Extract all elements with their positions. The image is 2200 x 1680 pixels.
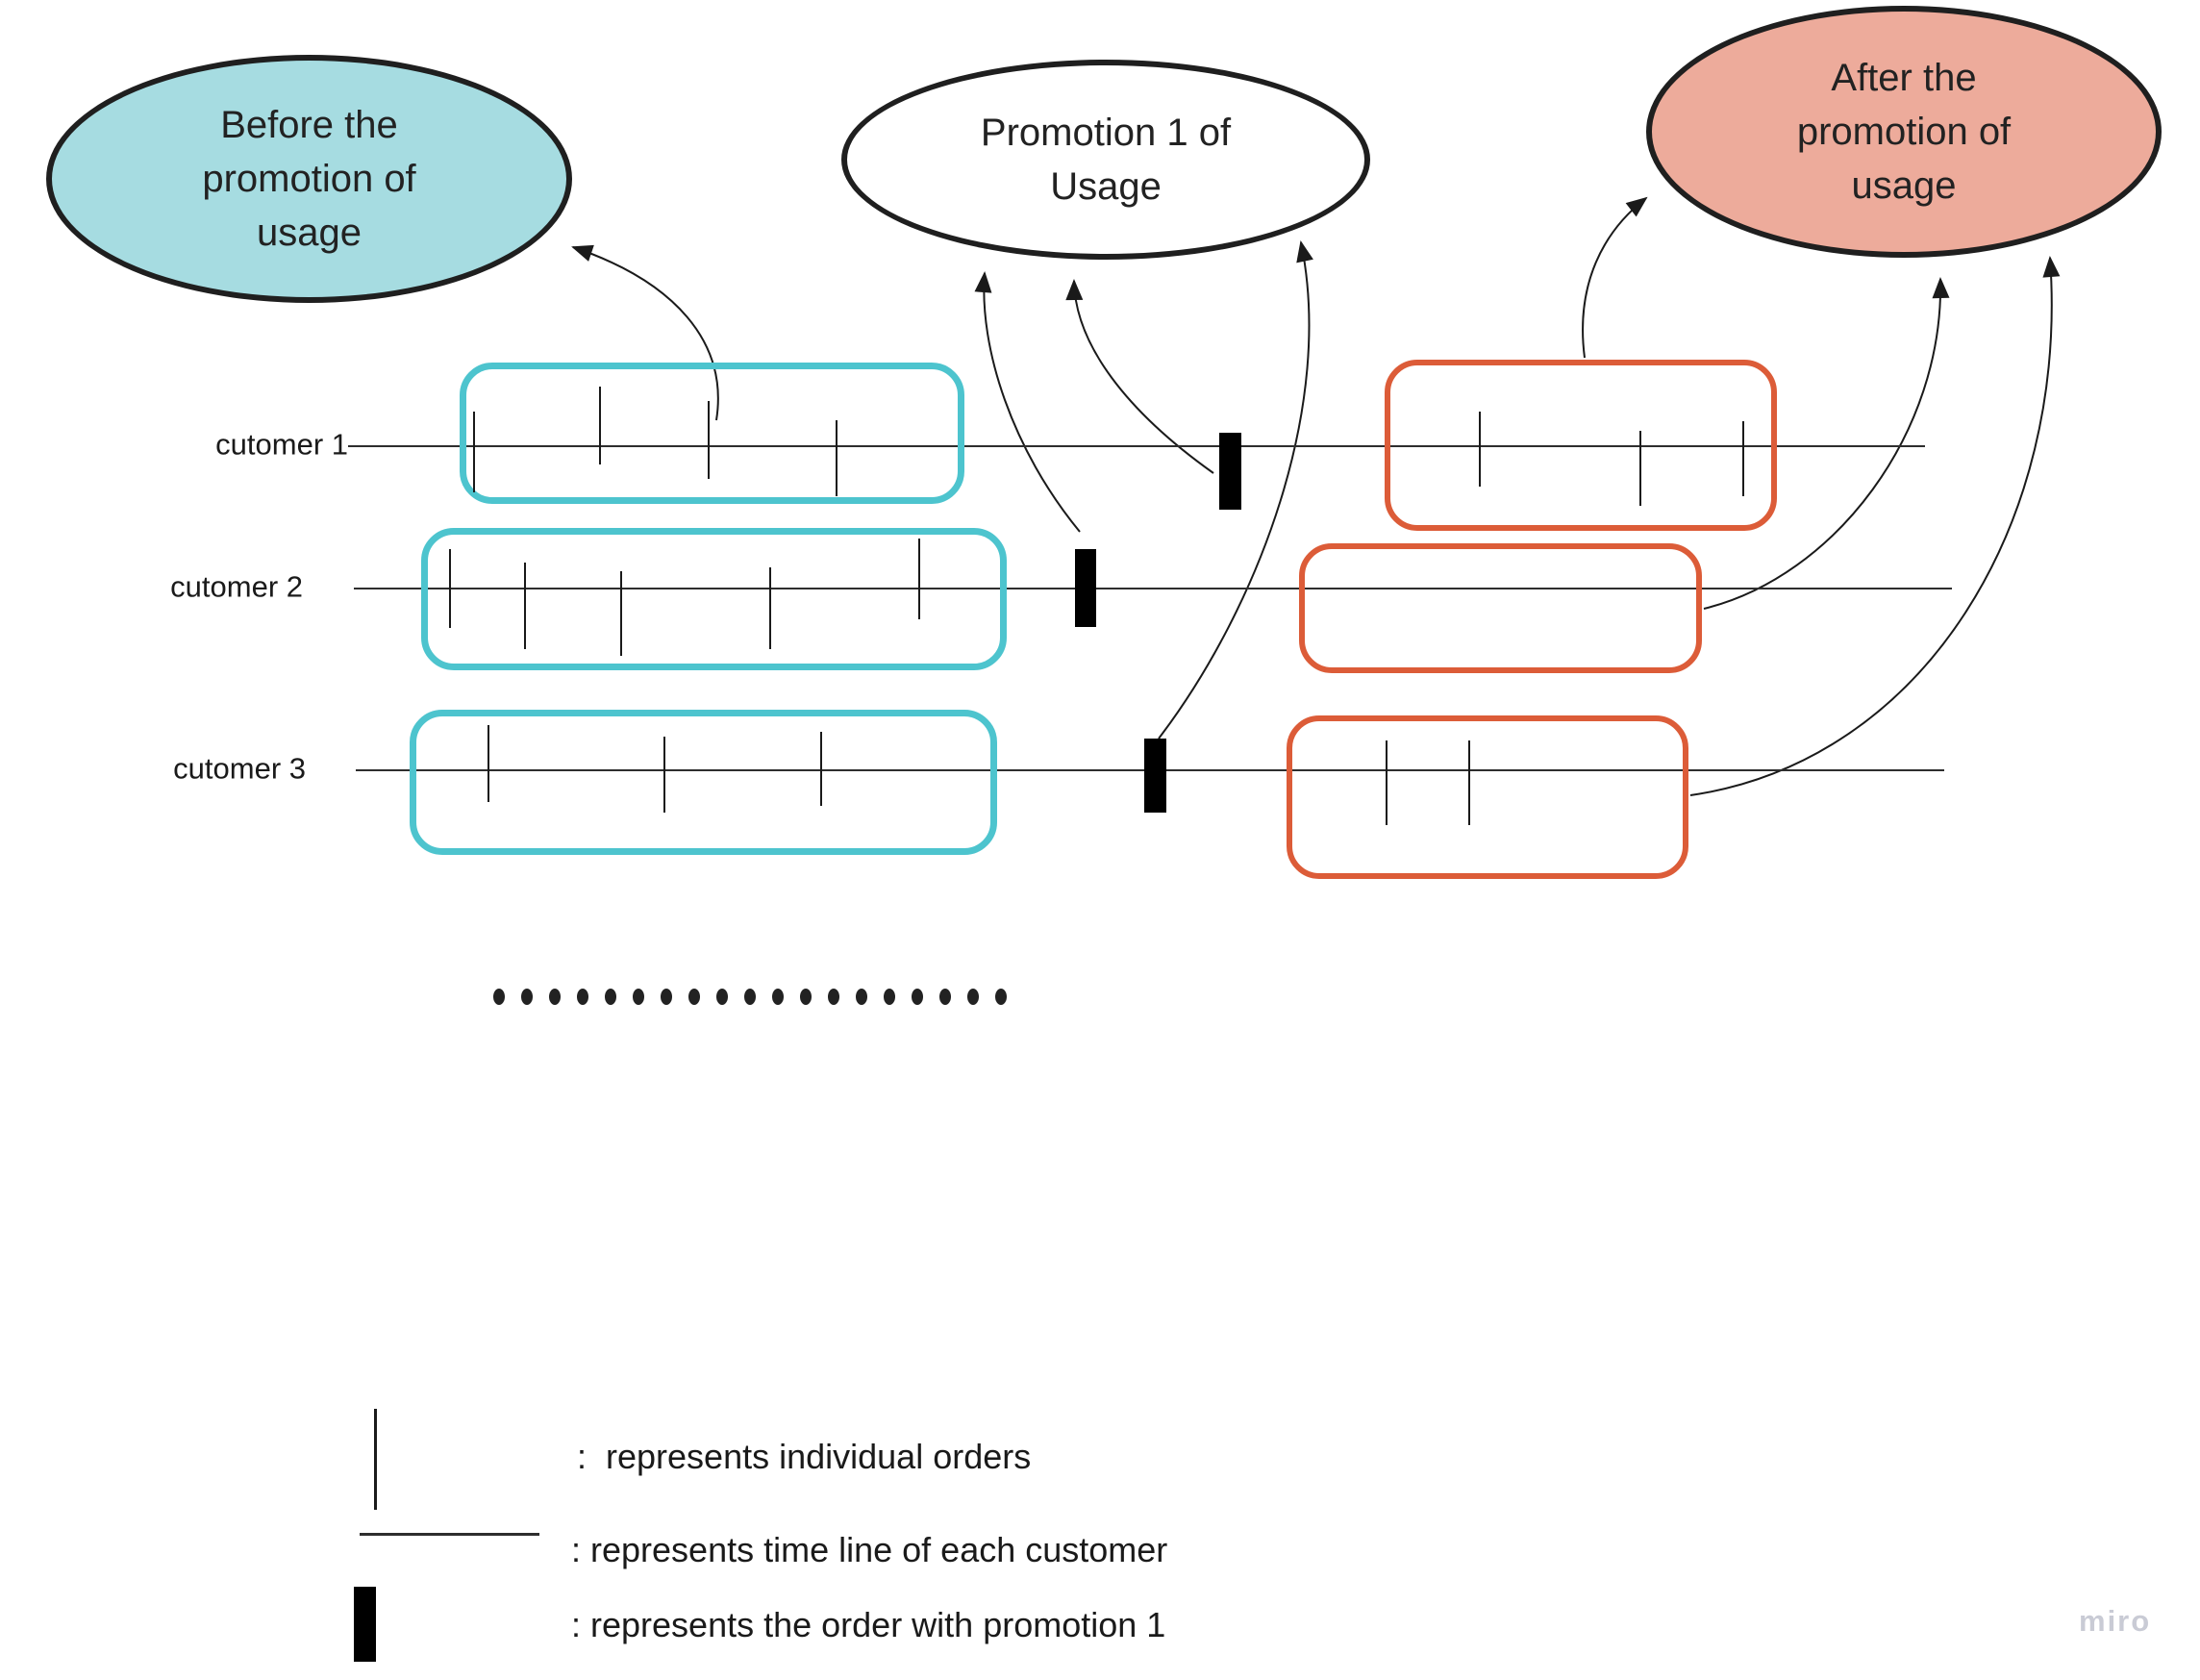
before-promotion-ellipse: Before the promotion of usage (46, 55, 572, 303)
ellipsis-dot (912, 989, 923, 1005)
before-ellipse-line: Before the (220, 104, 398, 146)
after-ellipse-line: usage (1851, 164, 1957, 207)
order-tick (449, 549, 451, 628)
arrow-promo2-to-promotion-ellipse (974, 271, 1081, 533)
miro-watermark: miro (2079, 1604, 2152, 1638)
promotion-ellipse-line: Usage (1050, 165, 1162, 208)
ellipsis-dot (549, 989, 561, 1005)
ellipsis-dot (772, 989, 784, 1005)
order-tick (599, 387, 601, 464)
order-tick (1742, 421, 1744, 496)
customer-2-label: cutomer 2 (170, 569, 303, 604)
customer-3-label: cutomer 3 (173, 751, 306, 786)
before-box-customer-2 (421, 528, 1007, 670)
ellipsis-dot (939, 989, 951, 1005)
arrow-promo1-to-promotion-ellipse (1065, 279, 1214, 474)
after-ellipse-line: promotion of (1796, 111, 2012, 153)
order-tick (708, 401, 710, 479)
after-ellipse-line: After the (1831, 57, 1977, 99)
promotion-ellipse-line: Promotion 1 of (980, 112, 1232, 154)
ellipsis-dot (577, 989, 588, 1005)
order-tick (620, 571, 622, 656)
ellipsis-dot (884, 989, 895, 1005)
ellipsis-dot (605, 989, 616, 1005)
order-tick (836, 420, 838, 496)
ellipsis-dot (856, 989, 867, 1005)
ellipsis-dot (688, 989, 700, 1005)
ellipsis-dot (661, 989, 672, 1005)
customer-1-label: cutomer 1 (215, 427, 348, 462)
order-tick (524, 563, 526, 649)
ellipsis-dot (633, 989, 644, 1005)
order-tick (473, 412, 475, 492)
promo-order-bar-customer-3 (1144, 739, 1166, 813)
before-box-customer-3 (410, 710, 997, 855)
legend-timeline: : represents time line of each customer (571, 1530, 1168, 1569)
order-tick (918, 539, 920, 619)
arrow-afterbox1-to-after-ellipse (1582, 196, 1648, 359)
before-box-customer-1 (460, 363, 964, 504)
order-tick (1479, 412, 1481, 487)
legend-promo-bar-icon (354, 1587, 376, 1662)
legend-timeline-icon (360, 1533, 539, 1536)
customer-2-timeline (354, 588, 1952, 589)
legend-promo-order: : represents the order with promotion 1 (571, 1605, 1166, 1644)
order-tick (1386, 740, 1388, 825)
before-ellipse-line: promotion of (202, 158, 416, 200)
ellipsis-dot (967, 989, 979, 1005)
promo-order-bar-customer-2 (1075, 549, 1096, 627)
order-tick (820, 732, 822, 806)
order-tick (488, 725, 489, 802)
order-tick (1468, 740, 1470, 825)
ellipsis-dot (995, 989, 1007, 1005)
after-promotion-ellipse: After the promotion of usage (1646, 6, 2162, 258)
order-tick (663, 737, 665, 813)
ellipsis-dot (828, 989, 839, 1005)
ellipsis-dot (716, 989, 728, 1005)
order-tick (1639, 431, 1641, 506)
order-tick (769, 567, 771, 649)
before-ellipse-line: usage (257, 212, 362, 254)
ellipsis-dot (493, 989, 505, 1005)
after-box-customer-3 (1287, 715, 1688, 879)
legend-individual-orders: : represents individual orders (577, 1437, 1032, 1476)
legend-order-tick-icon (374, 1409, 377, 1510)
more-customers-ellipsis (493, 989, 1007, 1005)
after-box-customer-1 (1385, 360, 1777, 531)
promo-order-bar-customer-1 (1219, 433, 1241, 510)
ellipsis-dot (521, 989, 533, 1005)
promotion-ellipse: Promotion 1 of Usage (841, 60, 1370, 260)
customer-1-timeline (348, 445, 1925, 447)
ellipsis-dot (800, 989, 812, 1005)
after-box-customer-2 (1299, 543, 1702, 673)
ellipsis-dot (744, 989, 756, 1005)
